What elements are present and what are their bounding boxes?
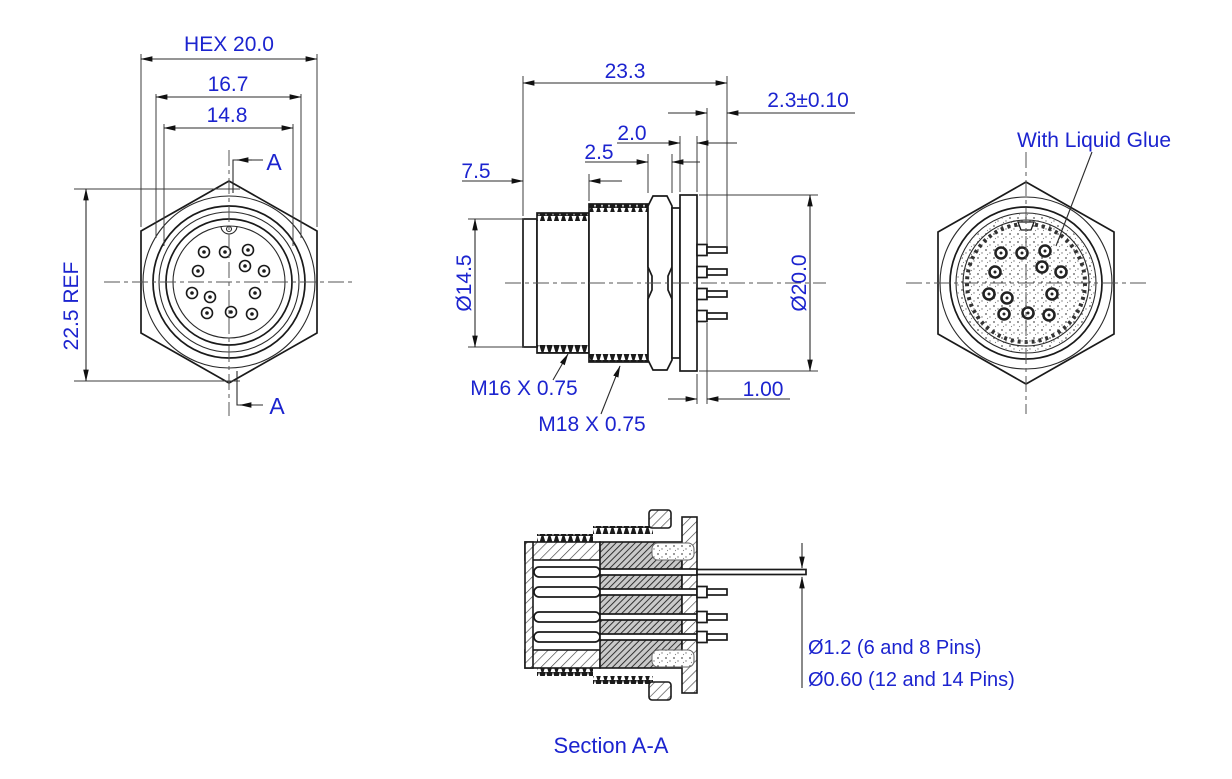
contact-pin — [1054, 265, 1068, 279]
pin-socket — [533, 566, 601, 578]
dim-hex-width: HEX 20.0 — [184, 33, 274, 56]
dim-ring-inner: 14.8 — [207, 104, 248, 127]
shroud-bottom-wall — [524, 649, 601, 669]
section-mark-bottom: A — [269, 393, 285, 419]
dim-flange-thickness: 2.0 — [617, 122, 646, 145]
contact-pin — [224, 305, 238, 319]
dim-pin-tail-length: 2.3±0.10 — [767, 89, 849, 112]
contact-pin — [248, 286, 262, 300]
section-view: Ø1.2 (6 and 8 Pins) Ø0.60 (12 and 14 Pin… — [524, 509, 1015, 758]
solder-pins-side — [696, 243, 728, 323]
m18-thread-crest-top — [593, 526, 653, 534]
pin-tail — [706, 633, 728, 641]
keyway-notch — [220, 225, 238, 235]
section-cut-line-bottom — [236, 371, 263, 406]
contact-pin — [238, 259, 252, 273]
pin-base — [696, 309, 708, 323]
keyway-tab — [1017, 221, 1035, 231]
pin-tail — [706, 268, 728, 276]
glue-pocket-bottom — [651, 649, 695, 668]
m16-thread-crest-bottom — [537, 345, 589, 353]
pin-wire-extended — [696, 568, 807, 576]
contact-pin — [197, 245, 211, 259]
m16-thread-crest-top — [537, 534, 593, 542]
contact-pin — [997, 307, 1011, 321]
dim-front-thread-dia: Ø14.5 — [453, 254, 476, 311]
pin-base — [696, 265, 708, 279]
shroud-top-wall — [524, 541, 601, 561]
section-mark-top: A — [266, 149, 282, 175]
contact-pin — [185, 286, 199, 300]
insulator-block — [599, 541, 683, 669]
glue-pocket-top — [651, 542, 695, 561]
label-rear-thread-spec: M18 X 0.75 — [538, 413, 645, 436]
shroud-left-wall — [524, 541, 534, 669]
section-cut-line-top — [232, 159, 263, 193]
m18-thread-crest-bottom — [593, 676, 653, 684]
pin-base — [696, 243, 708, 257]
contact-pin — [1038, 244, 1052, 258]
pin-dia-note-large: Ø1.2 (6 and 8 Pins) — [808, 637, 981, 659]
contact-pin — [245, 307, 259, 321]
contact-pin — [982, 287, 996, 301]
dim-corner-height: 22.5 REF — [60, 262, 83, 351]
pin-shaft — [599, 588, 698, 596]
section-caption: Section A-A — [554, 733, 669, 758]
dim-flange-dia: Ø20.0 — [788, 254, 811, 311]
dim-ring-outer: 16.7 — [208, 73, 249, 96]
front-view: HEX 20.0 16.7 14.8 22.5 REF A A — [60, 33, 356, 419]
leader-m18 — [600, 365, 621, 415]
pin-socket — [533, 611, 601, 623]
label-front-thread-spec: M16 X 0.75 — [470, 377, 577, 400]
m16-thread-crest-top — [537, 213, 589, 221]
pin-dia-note-small: Ø0.60 (12 and 14 Pins) — [808, 669, 1015, 691]
pin-socket — [533, 586, 601, 598]
flange-section — [681, 516, 698, 694]
pin-base — [696, 287, 708, 301]
contact-pin — [1042, 308, 1056, 322]
glue-note: With Liquid Glue — [1017, 129, 1171, 152]
m16-thread-crest-bottom — [537, 668, 593, 676]
contact-pin — [1045, 287, 1059, 301]
pin-base — [696, 585, 708, 599]
contact-pin — [241, 243, 255, 257]
pin-base — [696, 610, 708, 624]
dim-hex-nut-width: 2.5 — [584, 141, 613, 164]
leader-m16 — [552, 353, 569, 381]
hex-nut-section-top — [648, 509, 672, 529]
contact-pin — [257, 264, 271, 278]
contact-pin — [1021, 306, 1035, 320]
pin-shaft — [599, 613, 698, 621]
contact-pin — [203, 290, 217, 304]
contact-pin — [1035, 260, 1049, 274]
contact-pin — [988, 265, 1002, 279]
pin-base — [696, 630, 708, 644]
section-pins — [533, 566, 807, 644]
pin-socket — [533, 631, 601, 643]
contact-pin — [994, 246, 1008, 260]
contact-pin — [191, 264, 205, 278]
dim-pin-base-length: 1.00 — [743, 378, 784, 401]
pin-shaft — [599, 633, 698, 641]
rear-view: With Liquid Glue — [906, 129, 1171, 414]
pin-tail — [706, 312, 728, 320]
pin-tail — [706, 246, 728, 254]
m18-thread-crest-bottom — [589, 354, 648, 362]
leader-glue-note — [1055, 151, 1093, 247]
dim-front-thread-length: 7.5 — [461, 160, 490, 183]
contact-pin — [200, 306, 214, 320]
pin-tail — [706, 613, 728, 621]
hex-nut-section-bottom — [648, 681, 672, 701]
side-view: 23.3 2.3±0.10 2.0 2.5 7.5 Ø14.5 Ø20.0 M1… — [453, 60, 855, 436]
contact-pin — [1000, 291, 1014, 305]
pin-tail — [706, 290, 728, 298]
pin-tail — [706, 588, 728, 596]
pin-shaft — [599, 568, 698, 576]
dim-overall-length: 23.3 — [605, 60, 646, 83]
m18-thread-crest-top — [589, 204, 648, 212]
